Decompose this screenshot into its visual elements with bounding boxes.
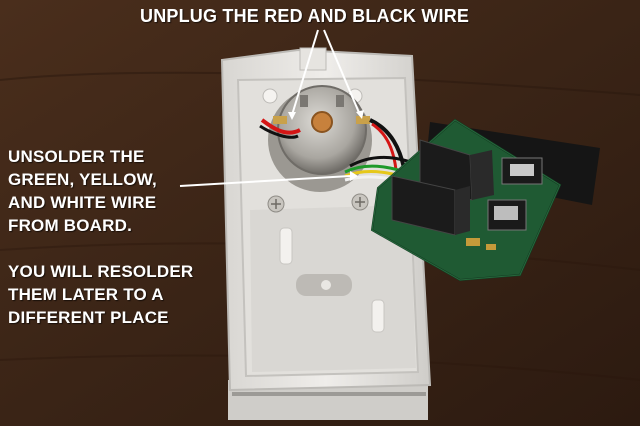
caption-line: GREEN, YELLOW, (8, 170, 157, 189)
annotation-arrow (179, 175, 351, 187)
caption-line: DIFFERENT PLACE (8, 308, 169, 327)
caption-line: AND WHITE WIRE (8, 193, 157, 212)
housing-post (371, 299, 385, 333)
caption-line: YOU WILL RESOLDER (8, 262, 194, 281)
unsolder-caption: UNSOLDER THE GREEN, YELLOW, AND WHITE WI… (8, 145, 208, 329)
annotation-arrow (323, 29, 361, 116)
annotation-arrow (291, 29, 319, 116)
caption-line: UNSOLDER THE (8, 147, 145, 166)
unplug-caption: UNPLUG THE RED AND BLACK WIRE (140, 6, 470, 26)
red-wire (371, 122, 398, 171)
housing-post (279, 227, 293, 265)
caption-gap (8, 237, 208, 260)
caption-line: FROM BOARD. (8, 216, 133, 235)
motor-terminal (356, 116, 370, 124)
motor-bearing (311, 111, 333, 133)
black-wire (259, 124, 299, 139)
motor-terminal (273, 116, 287, 124)
red-wire (260, 118, 301, 135)
black-wire (369, 118, 406, 169)
caption-line: THEM LATER TO A (8, 285, 164, 304)
